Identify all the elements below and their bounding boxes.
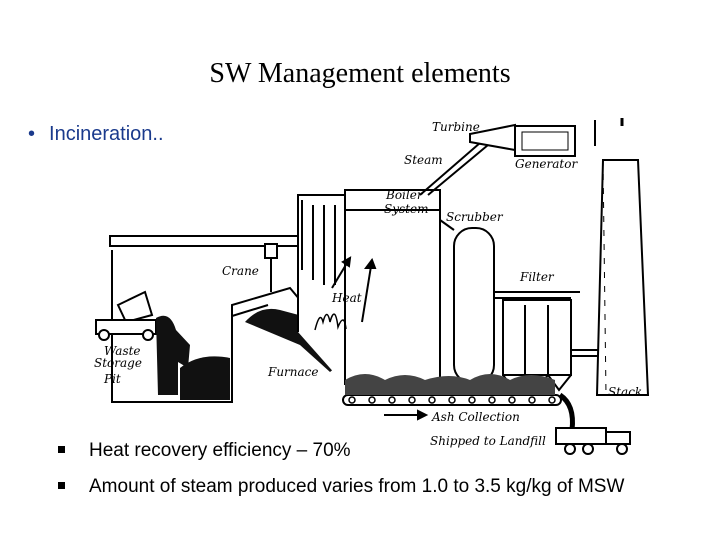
steam-pipe xyxy=(419,135,489,196)
label-steam: Steam xyxy=(404,153,443,167)
label-crane: Crane xyxy=(222,264,259,278)
ash-pile xyxy=(345,374,555,395)
bullet-incineration: •Incineration.. xyxy=(28,123,164,145)
scrubber xyxy=(453,227,495,384)
filter xyxy=(502,299,572,376)
boiler-tubes xyxy=(301,200,336,285)
flame-icon xyxy=(314,313,347,331)
label-filter: Filter xyxy=(519,270,555,284)
bullet-dot-icon: • xyxy=(28,123,36,145)
waste-pile xyxy=(156,315,190,395)
label-waste-line2: Storage xyxy=(94,356,142,370)
label-boiler-line2: System xyxy=(384,202,428,216)
label-waste-line3: Pit xyxy=(103,372,121,386)
crane-hoist xyxy=(264,243,278,259)
label-ash-collection: Ash Collection xyxy=(431,410,520,424)
dump-truck-icon xyxy=(555,427,631,455)
label-turbine: Turbine xyxy=(432,120,480,134)
label-stack: Stack xyxy=(608,385,642,399)
square-bullet-icon xyxy=(58,482,65,490)
label-heat: Heat xyxy=(331,291,362,305)
garbage-truck-icon xyxy=(95,290,157,341)
subbullet-steam-amount: Amount of steam produced varies from 1.0… xyxy=(58,476,624,498)
square-bullet-icon xyxy=(58,446,65,454)
label-furnace: Furnace xyxy=(267,365,319,379)
subbullet-heat-recovery: Heat recovery efficiency – 70% xyxy=(58,440,351,462)
stack xyxy=(595,159,650,396)
slide-title: SW Management elements xyxy=(209,58,511,89)
label-waste-line1: Waste xyxy=(104,344,141,358)
waste-pit xyxy=(111,250,269,403)
label-generator: Generator xyxy=(515,157,578,171)
label-scrubber: Scrubber xyxy=(446,210,504,224)
boiler-system xyxy=(297,189,441,386)
label-landfill: Shipped to Landfill xyxy=(430,434,546,448)
label-boiler-line1: Boiler xyxy=(385,188,424,202)
